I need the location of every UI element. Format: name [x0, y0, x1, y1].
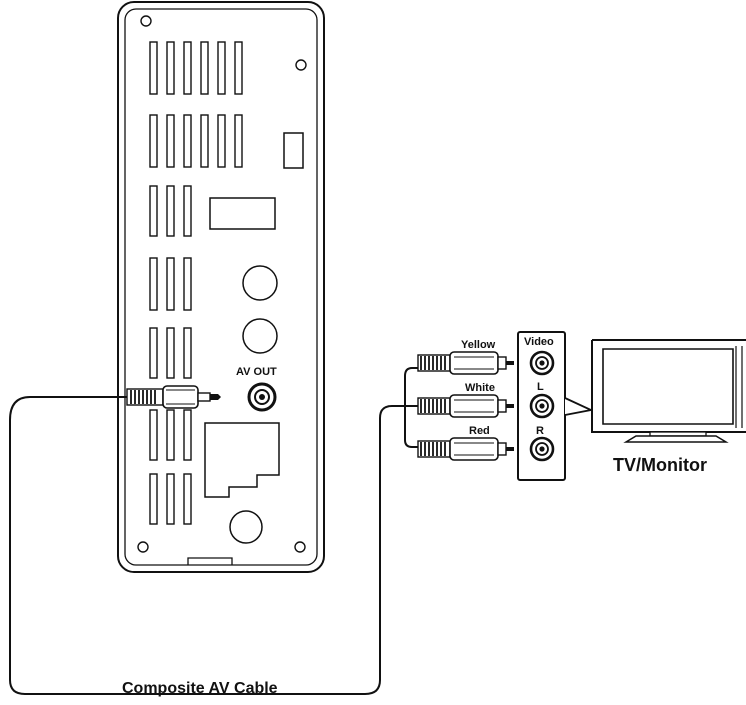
vent-slot	[149, 257, 158, 311]
vent-slot	[234, 114, 243, 168]
screw-icon	[294, 541, 306, 553]
panel-bay	[204, 422, 280, 498]
input-label-video: Video	[524, 336, 554, 348]
input-label-right: R	[536, 425, 544, 437]
cable-label: Composite AV Cable	[122, 680, 278, 697]
panel-knockout	[229, 510, 263, 544]
vent-slot	[183, 185, 192, 237]
panel-knockout	[242, 318, 278, 354]
av-out-jack[interactable]	[247, 382, 277, 412]
device-rear-panel: AV OUT	[117, 1, 325, 573]
vent-slot	[166, 473, 175, 525]
composite-cable	[9, 396, 418, 695]
vent-slot	[149, 327, 158, 379]
rca-plugs	[417, 351, 514, 461]
vent-slot	[149, 41, 158, 95]
plug-label-red: Red	[469, 425, 490, 437]
vent-slot	[183, 257, 192, 311]
vent-slot	[149, 409, 158, 461]
vent-slot	[200, 41, 209, 95]
vent-slot	[217, 114, 226, 168]
input-label-left: L	[537, 381, 544, 393]
vent-slot	[183, 473, 192, 525]
vent-slot	[183, 327, 192, 379]
vent-slot	[183, 114, 192, 168]
vent-slot	[166, 409, 175, 461]
screw-icon	[140, 15, 152, 27]
plug-label-white: White	[465, 382, 495, 394]
vent-slot	[149, 114, 158, 168]
vent-slot	[166, 185, 175, 237]
audio-right-jack[interactable]	[529, 436, 555, 462]
screw-icon	[137, 541, 149, 553]
panel-port-square	[283, 132, 304, 169]
vent-slot	[166, 257, 175, 311]
vent-slot	[183, 409, 192, 461]
av-out-label: AV OUT	[236, 366, 277, 378]
cable-split	[404, 367, 418, 448]
tv-monitor-icon	[591, 339, 746, 443]
vent-slot	[149, 473, 158, 525]
rca-plug-red	[417, 437, 514, 461]
tv-input-panel: Video L R	[517, 331, 594, 481]
tv-monitor-label: TV/Monitor	[613, 455, 707, 475]
vent-slot	[166, 41, 175, 95]
ventilation-slots	[149, 41, 243, 525]
vent-slot	[217, 41, 226, 95]
panel-knockout	[242, 265, 278, 301]
vent-slot	[200, 114, 209, 168]
audio-left-jack[interactable]	[529, 393, 555, 419]
video-jack[interactable]	[529, 350, 555, 376]
screw-icon	[295, 59, 307, 71]
vent-slot	[166, 114, 175, 168]
vent-slot	[149, 185, 158, 237]
vent-slot	[234, 41, 243, 95]
panel-port-rect	[209, 197, 276, 230]
plug-label-yellow: Yellow	[461, 339, 496, 351]
rca-plug-white	[417, 394, 514, 418]
vent-slot	[166, 327, 175, 379]
vent-slot	[183, 41, 192, 95]
rca-plug-yellow	[417, 351, 514, 375]
